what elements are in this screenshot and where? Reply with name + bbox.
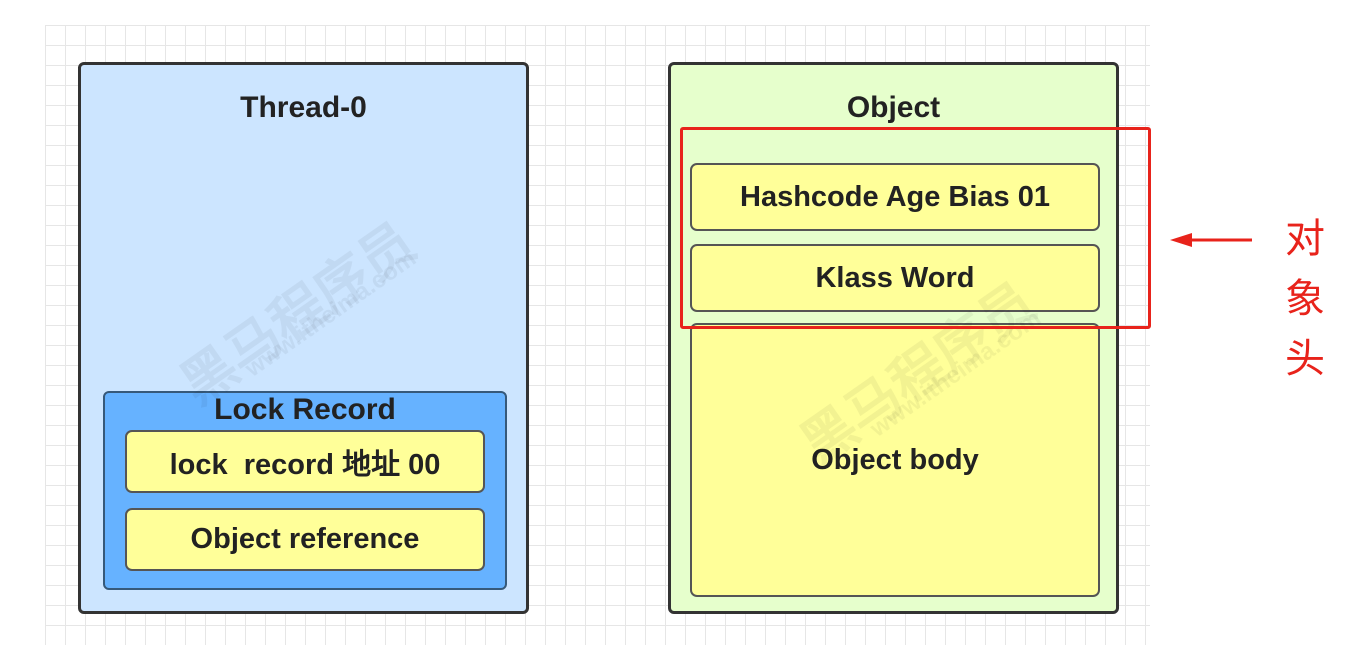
object-body-field: Object body <box>690 323 1100 597</box>
lock-record-box: Lock Record lock record 地址 00 Object ref… <box>103 391 507 590</box>
object-reference-field: Object reference <box>125 508 485 571</box>
thread-box: Thread-0 Lock Record lock record 地址 00 O… <box>78 62 529 614</box>
klass-word-field: Klass Word <box>690 244 1100 312</box>
object-header-label: 对 象 头 <box>1275 212 1335 386</box>
lock-record-address-field: lock record 地址 00 <box>125 430 485 493</box>
object-header-highlight <box>680 127 1151 329</box>
object-title: Object <box>846 91 941 124</box>
thread-title: Thread-0 <box>240 91 367 124</box>
mark-word-field: Hashcode Age Bias 01 <box>690 163 1100 231</box>
lock-record-title: Lock Record <box>214 393 396 426</box>
arrow-icon <box>1170 233 1252 247</box>
annotation-char-3: 头 <box>1285 336 1325 382</box>
annotation-char-2: 象 <box>1285 276 1325 322</box>
object-box: Object Hashcode Age Bias 01 Klass Word O… <box>668 62 1119 614</box>
annotation-char-1: 对 <box>1285 216 1325 262</box>
